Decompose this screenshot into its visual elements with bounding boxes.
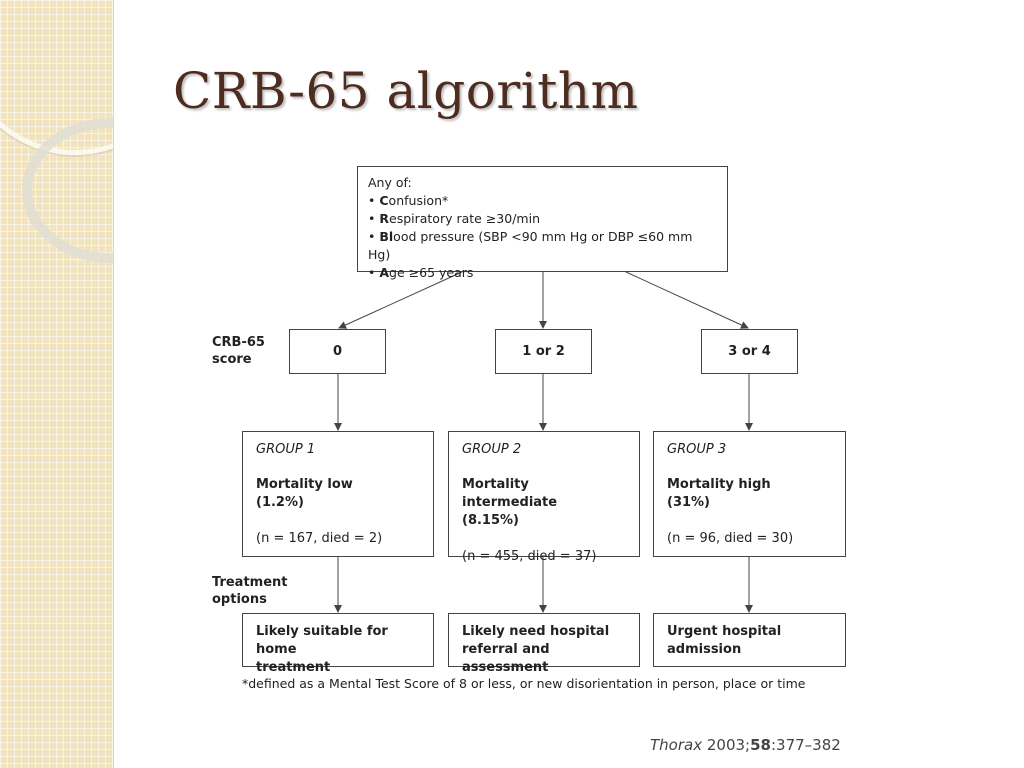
group-box-1: GROUP 1 Mortality low (1.2%) (n = 167, d… [242, 431, 434, 557]
treatment-box-3: Urgent hospital admission [653, 613, 846, 667]
group-count: (n = 167, died = 2) [256, 531, 383, 546]
criteria-item-blood-pressure: • Blood pressure (SBP <90 mm Hg or DBP ≤… [368, 229, 693, 262]
group-name: GROUP 3 [667, 442, 727, 457]
score-box-0: 0 [289, 329, 386, 374]
citation: Thorax 2003;58:377–382 [650, 736, 841, 754]
citation-journal: Thorax [650, 736, 703, 754]
footnote: *defined as a Mental Test Score of 8 or … [242, 676, 806, 691]
slide-title: CRB-65 algorithm [173, 62, 639, 120]
group-name: GROUP 1 [256, 442, 316, 457]
group-mortality: Mortality low [256, 477, 353, 492]
group-percent: (31%) [667, 495, 710, 510]
group-box-3: GROUP 3 Mortality high (31%) (n = 96, di… [653, 431, 846, 557]
group-mortality: Mortality high [667, 477, 771, 492]
criteria-box: Any of: • Confusion* • Respiratory rate … [357, 166, 728, 280]
group-box-2: GROUP 2 Mortality intermediate (8.15%) (… [448, 431, 640, 564]
citation-pages: :377–382 [770, 736, 841, 754]
crb65-score-label: CRB-65 score [212, 335, 265, 367]
score-box-3-or-4: 3 or 4 [701, 329, 798, 374]
group-mortality: Mortality intermediate [462, 477, 558, 510]
treatment-box-1: Likely suitable for home treatment [242, 613, 434, 675]
group-count: (n = 96, died = 30) [667, 531, 794, 546]
treatment-options-label: Treatment options [212, 575, 288, 607]
score-box-1-or-2: 1 or 2 [495, 329, 592, 374]
criteria-item-confusion: • Confusion* [368, 193, 449, 208]
group-percent: (8.15%) [462, 513, 519, 528]
treatment-box-2: Likely need hospital referral and assess… [448, 613, 640, 675]
group-percent: (1.2%) [256, 495, 304, 510]
criteria-item-age: • Age ≥65 years [368, 265, 474, 280]
criteria-item-respiratory-rate: • Respiratory rate ≥30/min [368, 211, 540, 226]
group-count: (n = 455, died = 37) [462, 549, 597, 564]
citation-year: 2003; [702, 736, 751, 754]
decorative-side-strip [0, 0, 114, 768]
citation-volume: 58 [750, 736, 771, 754]
group-name: GROUP 2 [462, 442, 522, 457]
criteria-heading: Any of: [368, 175, 412, 190]
